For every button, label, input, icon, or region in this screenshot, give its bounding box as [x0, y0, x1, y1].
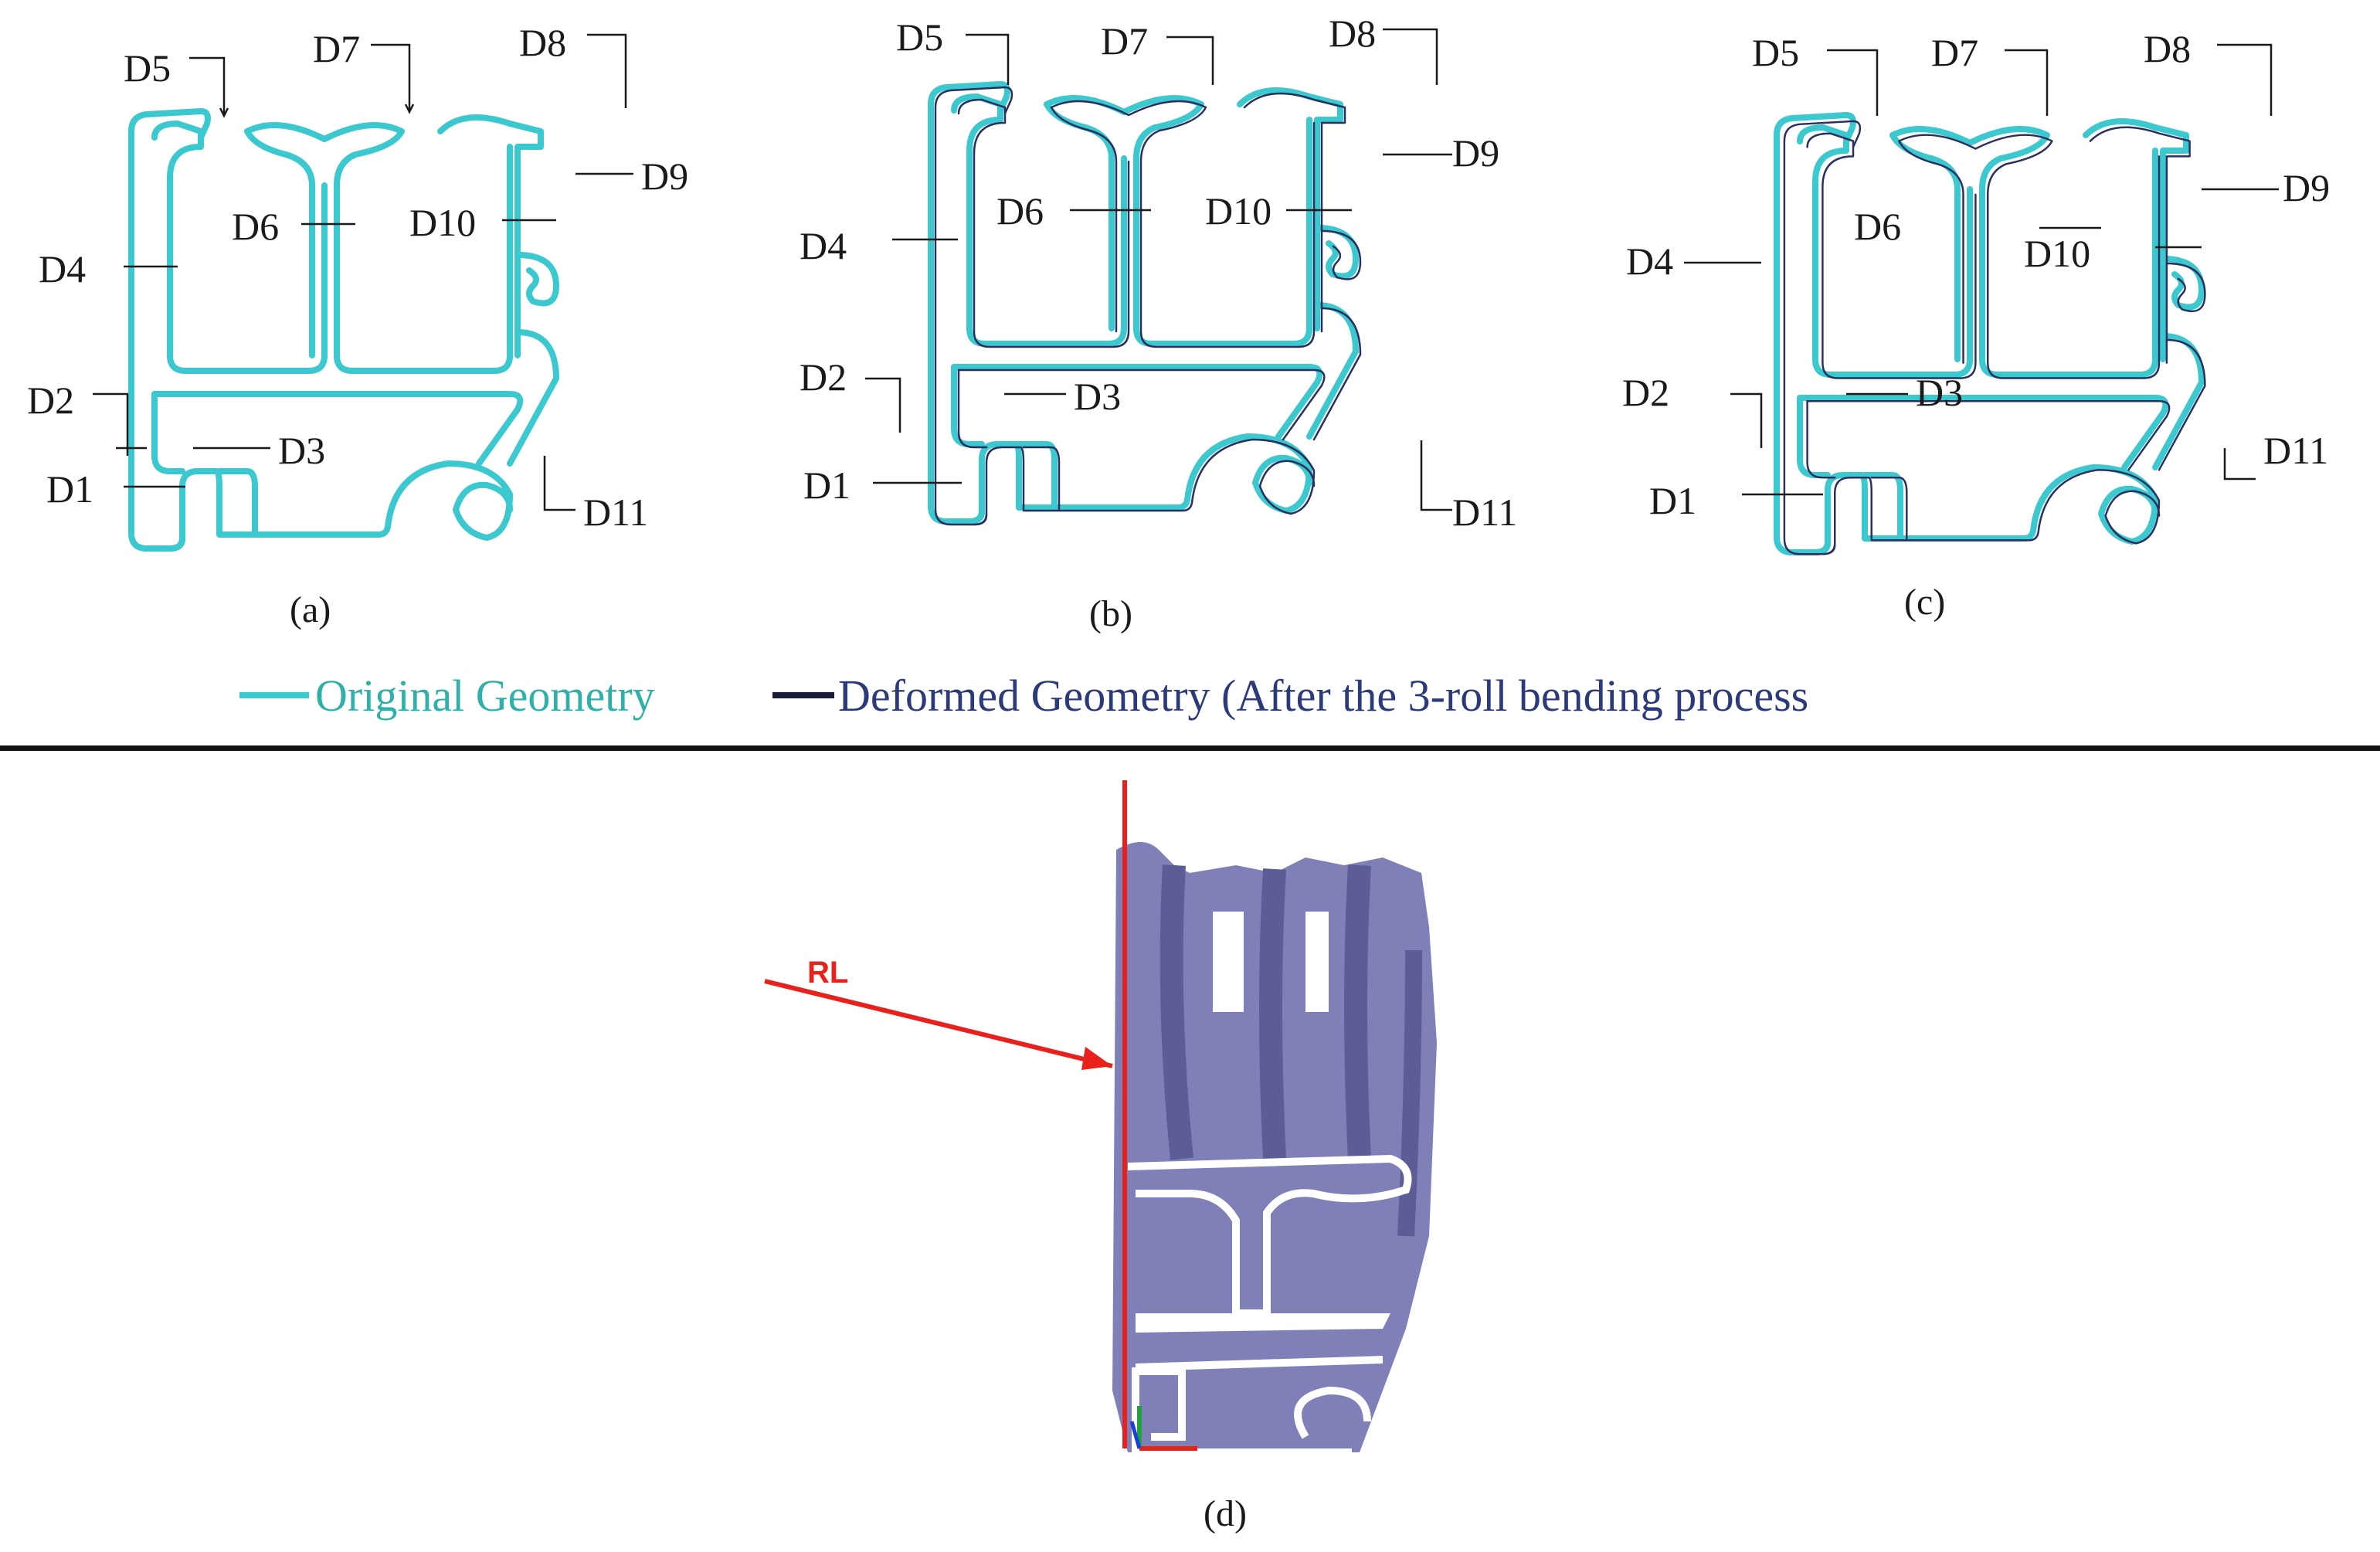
model-slot-2 [1305, 912, 1329, 1012]
label-d7-b: D7 [1101, 19, 1148, 63]
panel-c [1777, 115, 2206, 554]
label-d7-c: D7 [1931, 31, 1978, 74]
model-face-lower [1135, 1356, 1384, 1371]
caption-d: (d) [1204, 1493, 1247, 1534]
label-d9-c: D9 [2283, 166, 2330, 209]
label-d8-a: D8 [519, 21, 566, 64]
panel-a-leaders [93, 33, 633, 511]
model-slot-1 [1213, 912, 1244, 1012]
model-flute-4 [1397, 949, 1422, 1237]
caption-b: (b) [1089, 593, 1132, 634]
label-d10-a: D10 [409, 201, 476, 244]
label-d6-c: D6 [1854, 205, 1901, 248]
model-flute-3 [1344, 864, 1371, 1160]
panel-a-original-profile [131, 111, 556, 548]
panel-a-labels: D5 D7 D8 D9 D6 D10 D4 D2 D3 D1 D11 (a) [27, 21, 688, 630]
label-d3-c: D3 [1916, 371, 1963, 414]
legend-deformed-label: Deformed Geometry (After the 3-roll bend… [838, 671, 1808, 721]
label-d3-b: D3 [1074, 375, 1121, 418]
label-d5-b: D5 [896, 15, 943, 59]
label-d6-a: D6 [232, 205, 279, 248]
label-d2-b: D2 [800, 355, 847, 399]
model-face-bottom [1132, 1367, 1352, 1456]
label-d11-a: D11 [583, 491, 648, 534]
panel-d-model [1112, 842, 1437, 1456]
rl-annotation: RL [764, 780, 1127, 1448]
label-d6-b: D6 [996, 189, 1044, 233]
label-d5-a: D5 [124, 46, 171, 90]
label-d4-b: D4 [800, 224, 847, 267]
label-d11-c: D11 [2263, 429, 2328, 472]
model-flute-2 [1259, 868, 1286, 1160]
label-d9-b: D9 [1452, 131, 1499, 175]
model-face-mid [1136, 1313, 1390, 1333]
label-d3-a: D3 [278, 429, 325, 472]
rl-arrowhead-icon [1081, 1047, 1112, 1070]
caption-c: (c) [1904, 582, 1945, 623]
model-face-top [1127, 1154, 1412, 1317]
label-d2-c: D2 [1622, 371, 1669, 414]
label-d9-a: D9 [641, 155, 688, 198]
label-d11-b: D11 [1452, 491, 1517, 534]
label-d1-c: D1 [1649, 479, 1696, 522]
panel-b [931, 84, 1362, 526]
label-d1-a: D1 [46, 467, 93, 511]
label-d7-a: D7 [313, 27, 360, 70]
legend-original-label: Original Geometry [315, 671, 655, 721]
model-face-hook [1294, 1386, 1371, 1439]
panel-c-labels: D5 D7 D8 D9 D6 D10 D4 D2 D3 D1 D11 (c) [1622, 27, 2330, 623]
panel-b-labels: D5 D7 D8 D9 D6 D10 D4 D2 D3 D1 D11 (b) [800, 12, 1517, 634]
label-d8-b: D8 [1329, 12, 1376, 55]
label-d5-c: D5 [1752, 31, 1799, 74]
panel-b-leaders [865, 28, 1452, 511]
label-d8-c: D8 [2144, 27, 2191, 70]
section-divider [0, 745, 2380, 751]
rl-arrow-line [764, 979, 1113, 1068]
label-d10-b: D10 [1205, 189, 1271, 233]
rl-label: RL [807, 956, 848, 990]
model-face-foot [1136, 1367, 1186, 1441]
axis-z-icon [1129, 1421, 1142, 1449]
legend: Original Geometry Deformed Geometry (Aft… [239, 671, 1808, 721]
panel-a [131, 111, 556, 548]
label-d4-c: D4 [1626, 239, 1673, 283]
label-d10-c: D10 [2024, 232, 2090, 275]
label-d2-a: D2 [27, 379, 74, 422]
label-d4-a: D4 [39, 247, 86, 290]
panel-c-leaders [1684, 43, 2279, 496]
caption-a: (a) [290, 589, 331, 630]
label-d1-b: D1 [803, 464, 850, 507]
model-flute-1 [1159, 864, 1193, 1160]
